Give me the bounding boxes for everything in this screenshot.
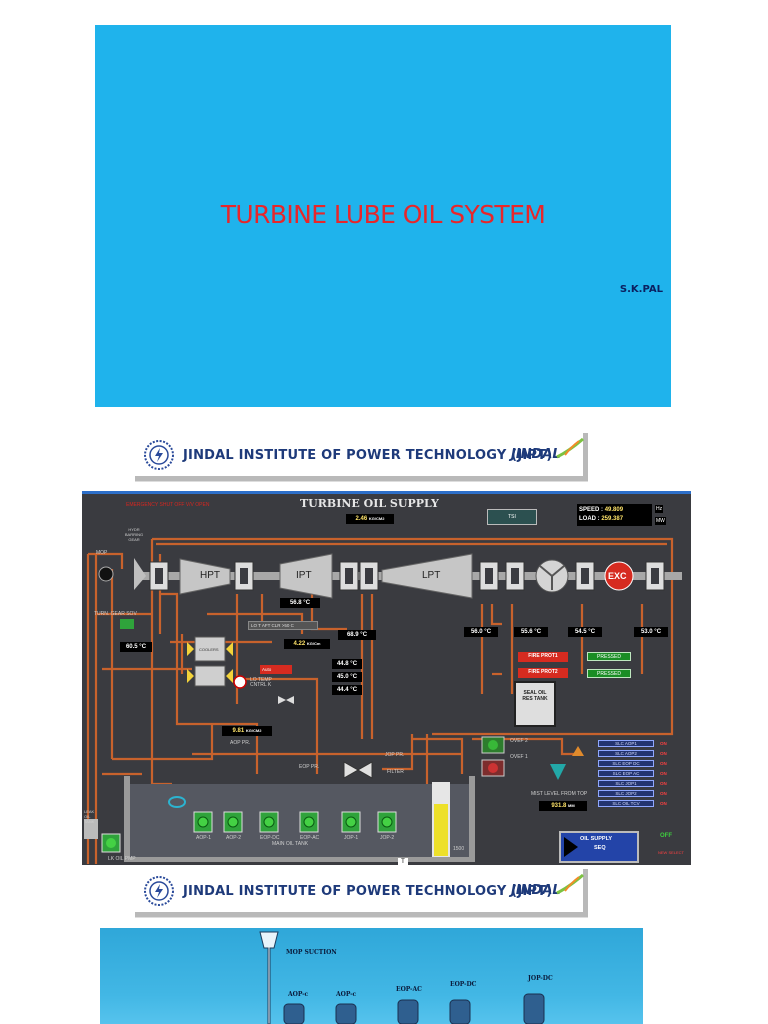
jipt-logo-icon-2	[144, 876, 174, 906]
pump-label-aop1: AOP-1	[196, 835, 212, 841]
speed-unit: Hz	[655, 505, 664, 513]
oil-supply-label[interactable]: OIL SUPPLY	[580, 836, 613, 842]
pump-label-jop1: JOP-1	[344, 835, 359, 841]
pipe-diagram	[84, 537, 682, 864]
jindal-leaf-icon	[556, 437, 584, 459]
main-oil-tank-label: MAIN OIL TANK	[272, 841, 309, 847]
hydr-gear-label: HYDR BARRING GEAR	[124, 527, 144, 542]
aop-label-2: AOP-c	[336, 991, 357, 998]
t-marker: T	[398, 858, 408, 865]
pump-label-eop-dc: EOP-DC	[260, 835, 280, 841]
temp-ip-readout: 68.9 °C	[338, 630, 376, 640]
slc-aop2-button[interactable]: SLC AOP2	[598, 750, 654, 757]
bearing-temp-3: 54.5 °C	[568, 627, 602, 637]
tank-level-value: 1500	[453, 846, 465, 852]
scada-screen: EMERGENCY SHUT OFF V/V OPEN TURBINE OIL …	[82, 491, 691, 865]
pressure-readout: 4.22 KG/Cm	[284, 639, 330, 649]
lpt-label: LPT	[422, 570, 441, 581]
jindal-brand-2: JINDAL	[511, 883, 561, 898]
emergency-warning: EMERGENCY SHUT OFF V/V OPEN	[126, 502, 210, 508]
title-slide: TURBINE LUBE OIL SYSTEM S.K.PAL	[95, 25, 671, 407]
slc-state-5: ON	[660, 781, 667, 786]
jipt-logo-icon	[144, 440, 174, 470]
lk-oil-pmp-label: LK OIL PMP	[108, 856, 136, 862]
ipt-label: IPT	[296, 570, 312, 581]
banner-text-2: JINDAL INSTITUTE OF POWER TECHNOLOGY (JI…	[183, 884, 553, 899]
mist-level-label: MIST LEVEL FROM TOP	[531, 791, 588, 797]
aop-pr-label: AOP PR.	[230, 740, 251, 746]
header-pressure: 2.46 KG/CM2	[346, 514, 394, 524]
exc-label: EXC	[608, 571, 627, 581]
seq-label[interactable]: SEQ	[594, 845, 606, 851]
bearing-temp-1: 56.0 °C	[464, 627, 498, 637]
filter-label: FILTER	[387, 769, 404, 775]
aop-pressure-readout: 9.81 KG/CM2	[222, 726, 272, 736]
fire-prot1-pressed[interactable]: PRESSED	[587, 652, 631, 661]
slc-eop-ac-button[interactable]: SLC EOP AC	[598, 770, 654, 777]
jop-pr-label: JOP PR.	[385, 752, 405, 758]
hpt-label: HPT	[200, 570, 220, 581]
coolers-label: COOLERS	[199, 647, 219, 652]
seq-off-status: OFF	[660, 833, 672, 839]
temp-readout-3: 44.4 °C	[332, 685, 362, 695]
slc-jop1-button[interactable]: SLC JOP1	[598, 780, 654, 787]
fire-prot2-pressed[interactable]: PRESSED	[587, 669, 631, 678]
slc-oil-tcv-button[interactable]: SLC OIL TCV	[598, 800, 654, 807]
jindal-leaf-icon-2	[556, 873, 584, 895]
slc-aop1-button[interactable]: SLC AOP1	[598, 740, 654, 747]
tank-diagram	[259, 931, 545, 1024]
lo-temp-cntrl-label: LO TEMP CNTRL K	[250, 677, 272, 688]
screen-title: TURBINE OIL SUPPLY	[300, 497, 439, 510]
tank-diagram-slide: MOP SUCTION AOP-c AOP-c EOP-AC EOP-DC JO…	[100, 928, 643, 1024]
fire-prot2-alarm: FIRE PROT2	[518, 668, 568, 678]
temp-readout-2: 45.0 °C	[332, 672, 362, 682]
pump-label-eop-ac: EOP-AC	[300, 835, 320, 841]
mist-level-readout: 931.8 MM	[539, 801, 587, 811]
slc-state-4: ON	[660, 771, 667, 776]
bearing-temp-4: 53.0 °C	[634, 627, 668, 637]
slc-state-3: ON	[660, 761, 667, 766]
ovef1-label: OVEF 1	[510, 754, 528, 760]
ovef2-label: OVEF 2	[510, 738, 528, 744]
banner-text: JINDAL INSTITUTE OF POWER TECHNOLOGY (JI…	[183, 448, 553, 463]
temp-left-readout: 60.5 °C	[120, 642, 152, 652]
lo-after-cooler-alarm: LO T AFT CLR >50 C	[248, 621, 318, 630]
bearing-temp-2: 55.6 °C	[514, 627, 548, 637]
pump-label-aop2: AOP-2	[226, 835, 242, 841]
eop-pr-label: EOP PR.	[299, 764, 320, 770]
auto-mode-button[interactable]: Auto	[260, 665, 292, 674]
jop-dc-label: JOP-DC	[528, 975, 553, 982]
eop-ac-label: EOP-AC	[396, 986, 422, 993]
aop-label-1: AOP-c	[288, 991, 309, 998]
temp-hp-readout: 56.8 °C	[280, 598, 320, 608]
seq-select-status: NEW SELECT	[658, 850, 685, 855]
leak-oil-tank-label: LEAK OIL TANK	[84, 809, 95, 824]
institute-banner-2: JINDAL INSTITUTE OF POWER TECHNOLOGY (JI…	[135, 869, 588, 917]
temp-readout-1: 44.8 °C	[332, 659, 362, 669]
mop-suction-label: MOP SUCTION	[286, 949, 337, 956]
eop-dc-label: EOP-DC	[450, 981, 477, 988]
slc-eop-dc-button[interactable]: SLC EOP DC	[598, 760, 654, 767]
speed-load-panel: SPEED : 49.809 LOAD : 259.387	[577, 504, 652, 526]
jindal-brand: JINDAL	[511, 447, 561, 462]
slide-author: S.K.PAL	[619, 284, 663, 295]
slc-state-6: ON	[660, 791, 667, 796]
slc-state-1: ON	[660, 741, 667, 746]
seal-oil-tank-label: SEAL OIL RES TANK	[522, 690, 548, 702]
slc-state-7: ON	[660, 801, 667, 806]
pump-label-jop2: JOP-2	[380, 835, 395, 841]
slc-state-2: ON	[660, 751, 667, 756]
slide-title: TURBINE LUBE OIL SYSTEM	[220, 200, 546, 229]
load-unit: MW	[655, 517, 666, 525]
mop-label: MOP	[96, 550, 108, 556]
turn-gear-sov-label: TURN. GEAR SOV	[94, 611, 137, 617]
fire-prot1-alarm: FIRE PROT1	[518, 652, 568, 662]
institute-banner: JINDAL INSTITUTE OF POWER TECHNOLOGY (JI…	[135, 433, 588, 481]
tsi-button[interactable]: TSI	[487, 509, 537, 525]
slc-jop2-button[interactable]: SLC JOP2	[598, 790, 654, 797]
